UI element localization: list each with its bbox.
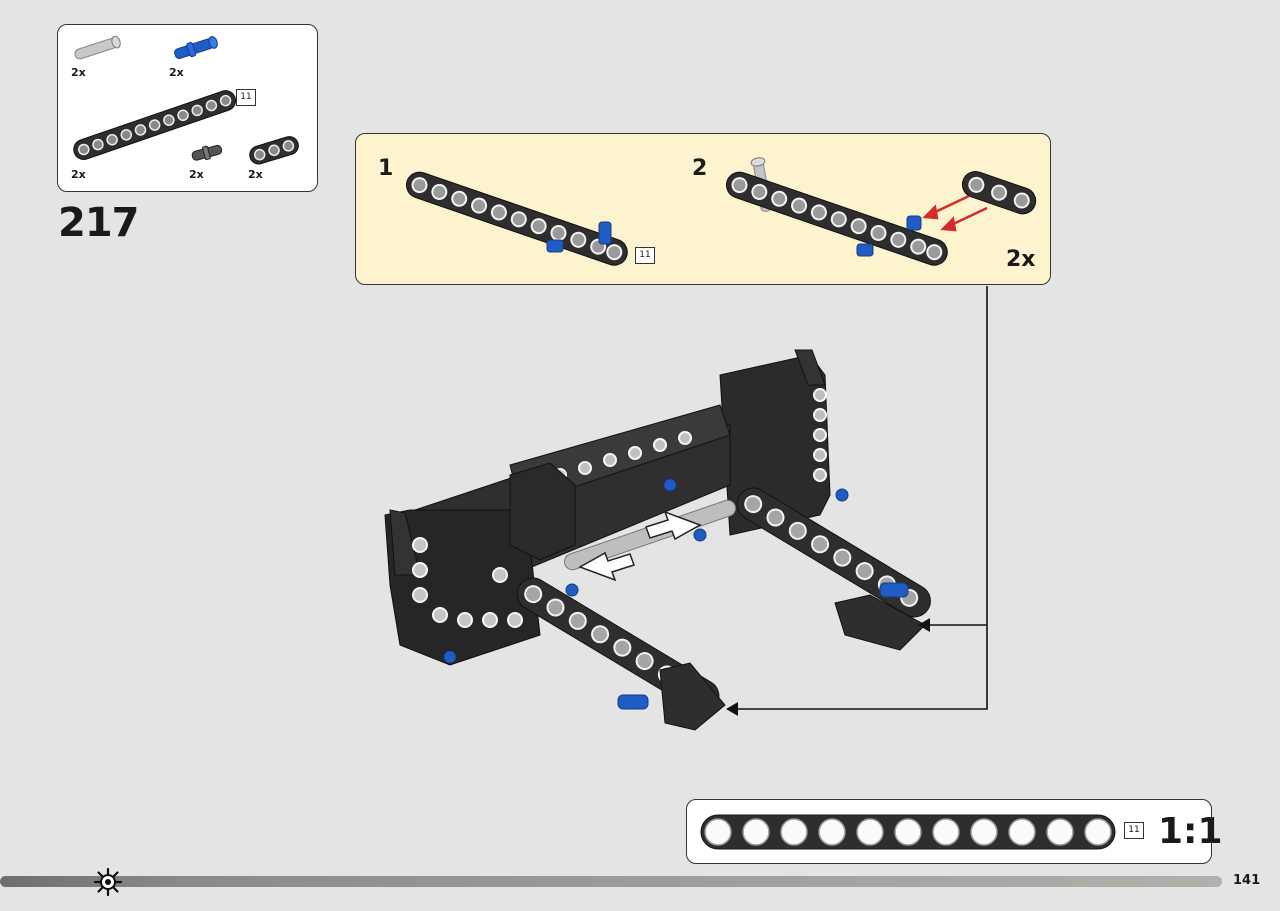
sub-step-number: 1 bbox=[378, 156, 394, 181]
beam-11-icon bbox=[73, 90, 237, 160]
repeat-multiplier: 2x bbox=[1006, 247, 1036, 272]
beam-3-icon bbox=[249, 136, 299, 165]
page-number: 141 bbox=[1233, 873, 1261, 888]
main-model-assembly bbox=[384, 349, 931, 731]
short-pin-icon bbox=[191, 144, 223, 161]
sun-logo-icon bbox=[93, 867, 123, 897]
substep-2-assembly bbox=[726, 157, 1037, 266]
footer-bar bbox=[0, 876, 1222, 887]
parts-list-box: 2x 2x 11 2x 2x bbox=[57, 24, 318, 192]
sub-assembly-callout: 1 2 11 bbox=[355, 133, 1051, 285]
sub-step-number: 2 bbox=[692, 156, 708, 181]
part-qty: 2x bbox=[169, 66, 184, 79]
blue-axle-pin-icon bbox=[174, 36, 218, 60]
insertion-arrow-icon bbox=[578, 510, 702, 582]
insertion-arrow-icon bbox=[922, 194, 988, 232]
length-tag: 11 bbox=[236, 89, 256, 106]
length-tag: 11 bbox=[635, 247, 655, 264]
part-qty: 2x bbox=[71, 168, 86, 181]
scale-label: 1:1 bbox=[1158, 811, 1223, 852]
part-qty: 2x bbox=[71, 66, 86, 79]
substep-1-assembly bbox=[406, 171, 628, 266]
grey-axle-pin-icon bbox=[74, 35, 121, 60]
step-number: 217 bbox=[58, 200, 139, 246]
length-tag: 11 bbox=[1124, 822, 1144, 839]
part-qty: 2x bbox=[189, 168, 204, 181]
beam-11-scale-icon bbox=[700, 814, 1116, 850]
part-qty: 2x bbox=[248, 168, 263, 181]
